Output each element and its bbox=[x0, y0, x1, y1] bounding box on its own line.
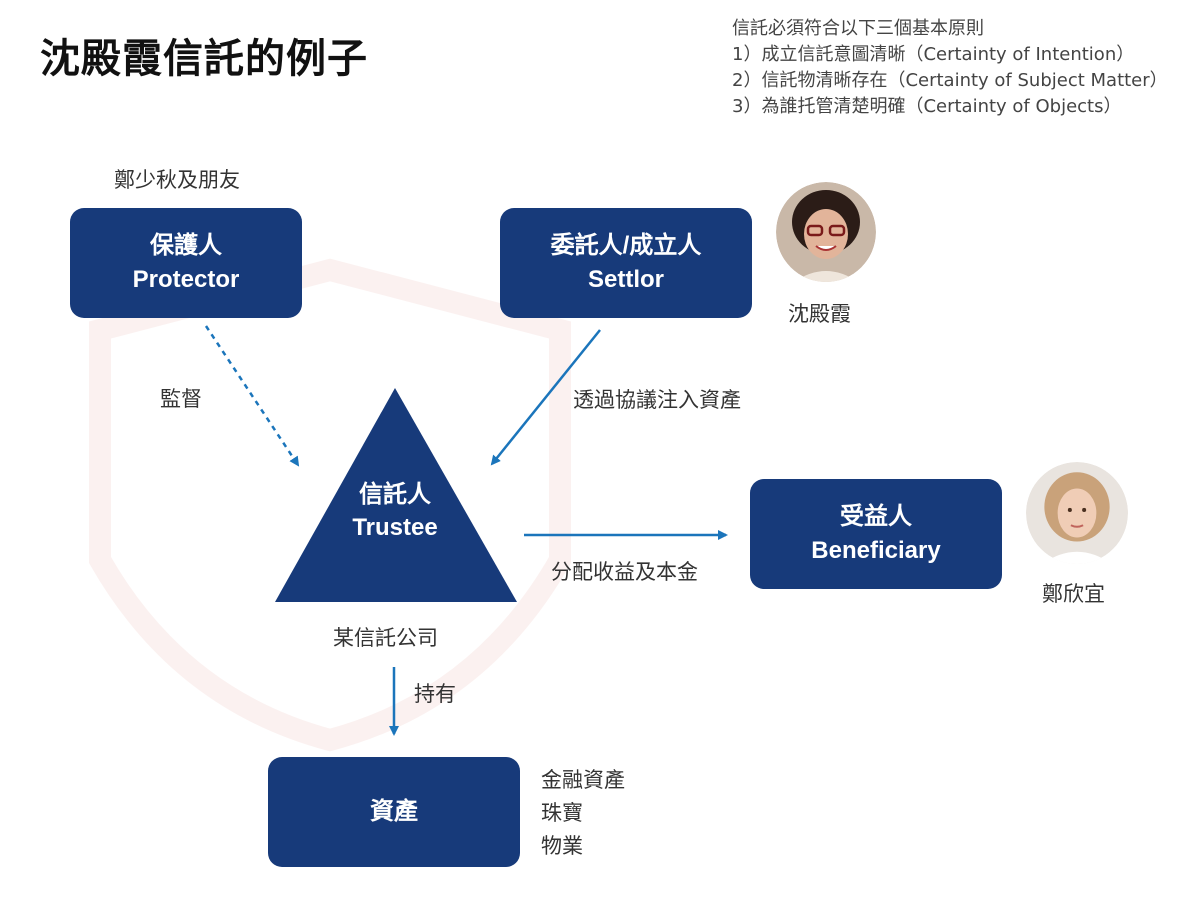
trustee-company-label: 某信託公司 bbox=[333, 626, 438, 650]
asset-item: 金融資產 bbox=[541, 768, 625, 792]
protector-title-en: Protector bbox=[132, 266, 240, 293]
beneficiary-person-name: 鄭欣宜 bbox=[1042, 582, 1105, 606]
trustee-title-en: Trustee bbox=[352, 514, 438, 541]
beneficiary-box: 受益人 Beneficiary bbox=[750, 479, 1002, 589]
trust-principles: 信託必須符合以下三個基本原則 1）成立信託意圖清晰（Certainty of I… bbox=[732, 16, 1168, 120]
supervise-arrow bbox=[204, 325, 300, 467]
inject-assets-label: 透過協議注入資產 bbox=[573, 388, 741, 412]
protector-title-zh: 保護人 bbox=[150, 232, 222, 259]
settlor-person-name: 沈殿霞 bbox=[788, 302, 851, 326]
trustee-label: 信託人 Trustee bbox=[300, 478, 490, 544]
trustee-triangle bbox=[275, 388, 517, 602]
asset-list: 金融資產 珠寶 物業 bbox=[541, 764, 625, 863]
asset-item: 珠寶 bbox=[541, 801, 583, 825]
beneficiary-avatar bbox=[1026, 462, 1128, 564]
page-title: 沈殿霞信託的例子 bbox=[40, 36, 368, 82]
principle-item: 1）成立信託意圖清晰（Certainty of Intention） bbox=[732, 44, 1135, 65]
inject-assets-arrow bbox=[490, 329, 601, 466]
settlor-title-zh: 委託人/成立人 bbox=[550, 232, 702, 259]
hold-label: 持有 bbox=[414, 682, 456, 706]
protector-group-label: 鄭少秋及朋友 bbox=[114, 168, 240, 192]
settlor-title-en: Settlor bbox=[587, 266, 664, 293]
settlor-box: 委託人/成立人 Settlor bbox=[500, 208, 752, 318]
asset-item: 物業 bbox=[541, 834, 583, 858]
supervise-label: 監督 bbox=[160, 387, 202, 411]
assets-box: 資產 bbox=[268, 757, 520, 867]
principle-item: 3）為誰托管清楚明確（Certainty of Objects） bbox=[732, 96, 1122, 117]
distribute-label: 分配收益及本金 bbox=[551, 560, 698, 584]
assets-title: 資產 bbox=[370, 798, 418, 825]
protector-box: 保護人 Protector bbox=[70, 208, 302, 318]
trustee-title-zh: 信託人 bbox=[359, 481, 431, 508]
beneficiary-title-zh: 受益人 bbox=[840, 503, 912, 530]
beneficiary-title-en: Beneficiary bbox=[811, 537, 941, 564]
principles-heading: 信託必須符合以下三個基本原則 bbox=[732, 18, 984, 39]
principle-item: 2）信託物清晰存在（Certainty of Subject Matter） bbox=[732, 70, 1168, 91]
settlor-avatar bbox=[776, 182, 876, 282]
